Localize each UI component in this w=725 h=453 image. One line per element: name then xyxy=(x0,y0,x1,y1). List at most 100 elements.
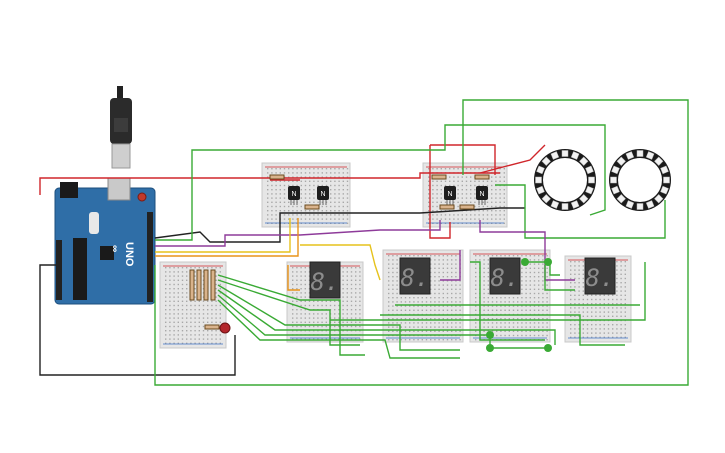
resistor-array[interactable] xyxy=(196,269,202,301)
wire-signal[interactable] xyxy=(217,299,460,359)
resistor-array[interactable] xyxy=(203,269,209,301)
wire-signal[interactable] xyxy=(495,184,666,239)
pixel-led xyxy=(611,185,620,195)
uno-label: UNO xyxy=(123,242,135,267)
wire-signal[interactable] xyxy=(525,261,560,276)
display-digit: 8. xyxy=(401,264,430,292)
pixel-led xyxy=(536,165,545,175)
npn-transistor[interactable]: N xyxy=(288,186,300,205)
pixel-led xyxy=(570,200,580,209)
seven-segment-display[interactable]: 8. xyxy=(584,257,616,295)
npn-transistor[interactable]: N xyxy=(444,186,456,205)
digital-header xyxy=(147,212,153,302)
wire-power[interactable] xyxy=(39,172,500,195)
npn-transistor[interactable]: N xyxy=(317,186,329,205)
wire-ground[interactable] xyxy=(39,264,236,376)
pixel-led xyxy=(550,151,560,160)
display-digit: 8. xyxy=(586,264,615,292)
pixel-led xyxy=(585,185,594,195)
wire-power[interactable] xyxy=(429,145,451,239)
reset-button-icon[interactable] xyxy=(137,192,147,202)
resistor[interactable] xyxy=(474,174,490,180)
wire-signal[interactable] xyxy=(155,218,299,257)
transistor-label: N xyxy=(479,191,484,198)
seven-segment-display[interactable]: 8. xyxy=(489,257,521,295)
resistors xyxy=(189,174,490,330)
power-jack xyxy=(60,182,78,198)
wire-signal[interactable] xyxy=(544,265,575,291)
pixel-led xyxy=(625,200,635,209)
led-icon[interactable] xyxy=(219,322,231,334)
junction-dot xyxy=(544,344,552,352)
wire-signal[interactable] xyxy=(217,289,556,345)
wire-signal[interactable] xyxy=(155,220,441,247)
wire-signal[interactable] xyxy=(217,279,360,346)
pixel-led xyxy=(588,176,595,184)
pixel-led xyxy=(541,194,551,204)
wire-power[interactable] xyxy=(479,144,546,174)
pixel-led xyxy=(579,194,589,204)
resistor-array[interactable] xyxy=(210,269,216,301)
pixel-led xyxy=(654,156,664,166)
pixel-led xyxy=(561,150,569,157)
transistor-label: N xyxy=(291,191,296,198)
microcontroller-chip xyxy=(73,238,87,300)
resistor[interactable] xyxy=(269,174,285,180)
neopixel-rings xyxy=(534,149,671,211)
wire-signal[interactable] xyxy=(330,262,646,321)
wire-signal[interactable] xyxy=(155,124,606,241)
usb-plug-grip-icon xyxy=(114,118,128,132)
pixel-led xyxy=(616,156,626,166)
pixel-led xyxy=(636,150,644,157)
neopixel-ring[interactable] xyxy=(609,149,671,211)
pixel-led xyxy=(645,200,655,209)
wire-signal[interactable] xyxy=(217,284,460,351)
usb-connector xyxy=(111,143,131,169)
display-digit: 8. xyxy=(311,268,340,296)
pixel-led xyxy=(625,151,635,160)
seven-segment-display[interactable]: 8. xyxy=(399,257,431,295)
pixel-led xyxy=(636,203,644,210)
wire-signal[interactable] xyxy=(479,220,575,281)
resistor[interactable] xyxy=(204,324,220,330)
pixel-led xyxy=(570,151,580,160)
wire-power[interactable] xyxy=(430,144,496,175)
resistor[interactable] xyxy=(304,204,320,210)
pixel-led xyxy=(535,176,542,184)
transistor-label: N xyxy=(447,191,452,198)
resistor[interactable] xyxy=(431,174,447,180)
pixel-led xyxy=(645,151,655,160)
wire-signal[interactable] xyxy=(154,99,689,386)
resistor[interactable] xyxy=(459,204,475,210)
npn-transistor[interactable]: N xyxy=(476,186,488,205)
pixel-led xyxy=(561,203,569,210)
junction-dot xyxy=(486,344,494,352)
wire-junctions xyxy=(486,258,552,352)
junction-dot xyxy=(544,258,552,266)
arduino-uno-board[interactable]: UNO ∞ xyxy=(54,86,156,305)
wire-signal[interactable] xyxy=(287,265,300,291)
pixel-led xyxy=(610,176,617,184)
resistor-array[interactable] xyxy=(189,269,195,301)
wire-signal[interactable] xyxy=(440,250,461,281)
display-digit: 8. xyxy=(491,264,520,292)
seven-segment-displays: 8. 8. 8. 8. xyxy=(309,257,616,299)
crystal-icon xyxy=(89,212,99,234)
wire-signal[interactable] xyxy=(470,261,545,341)
wire-signal[interactable] xyxy=(300,244,381,281)
pixel-led xyxy=(550,200,560,209)
seven-segment-display[interactable]: 8. xyxy=(309,261,341,299)
junction-dot xyxy=(521,258,529,266)
breadboard[interactable] xyxy=(261,162,351,228)
pixel-led xyxy=(611,165,620,175)
wire-signal[interactable] xyxy=(217,274,365,356)
arduino-logo-icon: ∞ xyxy=(109,245,120,252)
resistor[interactable] xyxy=(439,204,455,210)
wire-signal[interactable] xyxy=(155,218,291,253)
neopixel-ring[interactable] xyxy=(534,149,596,211)
pixel-led xyxy=(660,165,669,175)
wire-ground[interactable] xyxy=(154,207,525,243)
